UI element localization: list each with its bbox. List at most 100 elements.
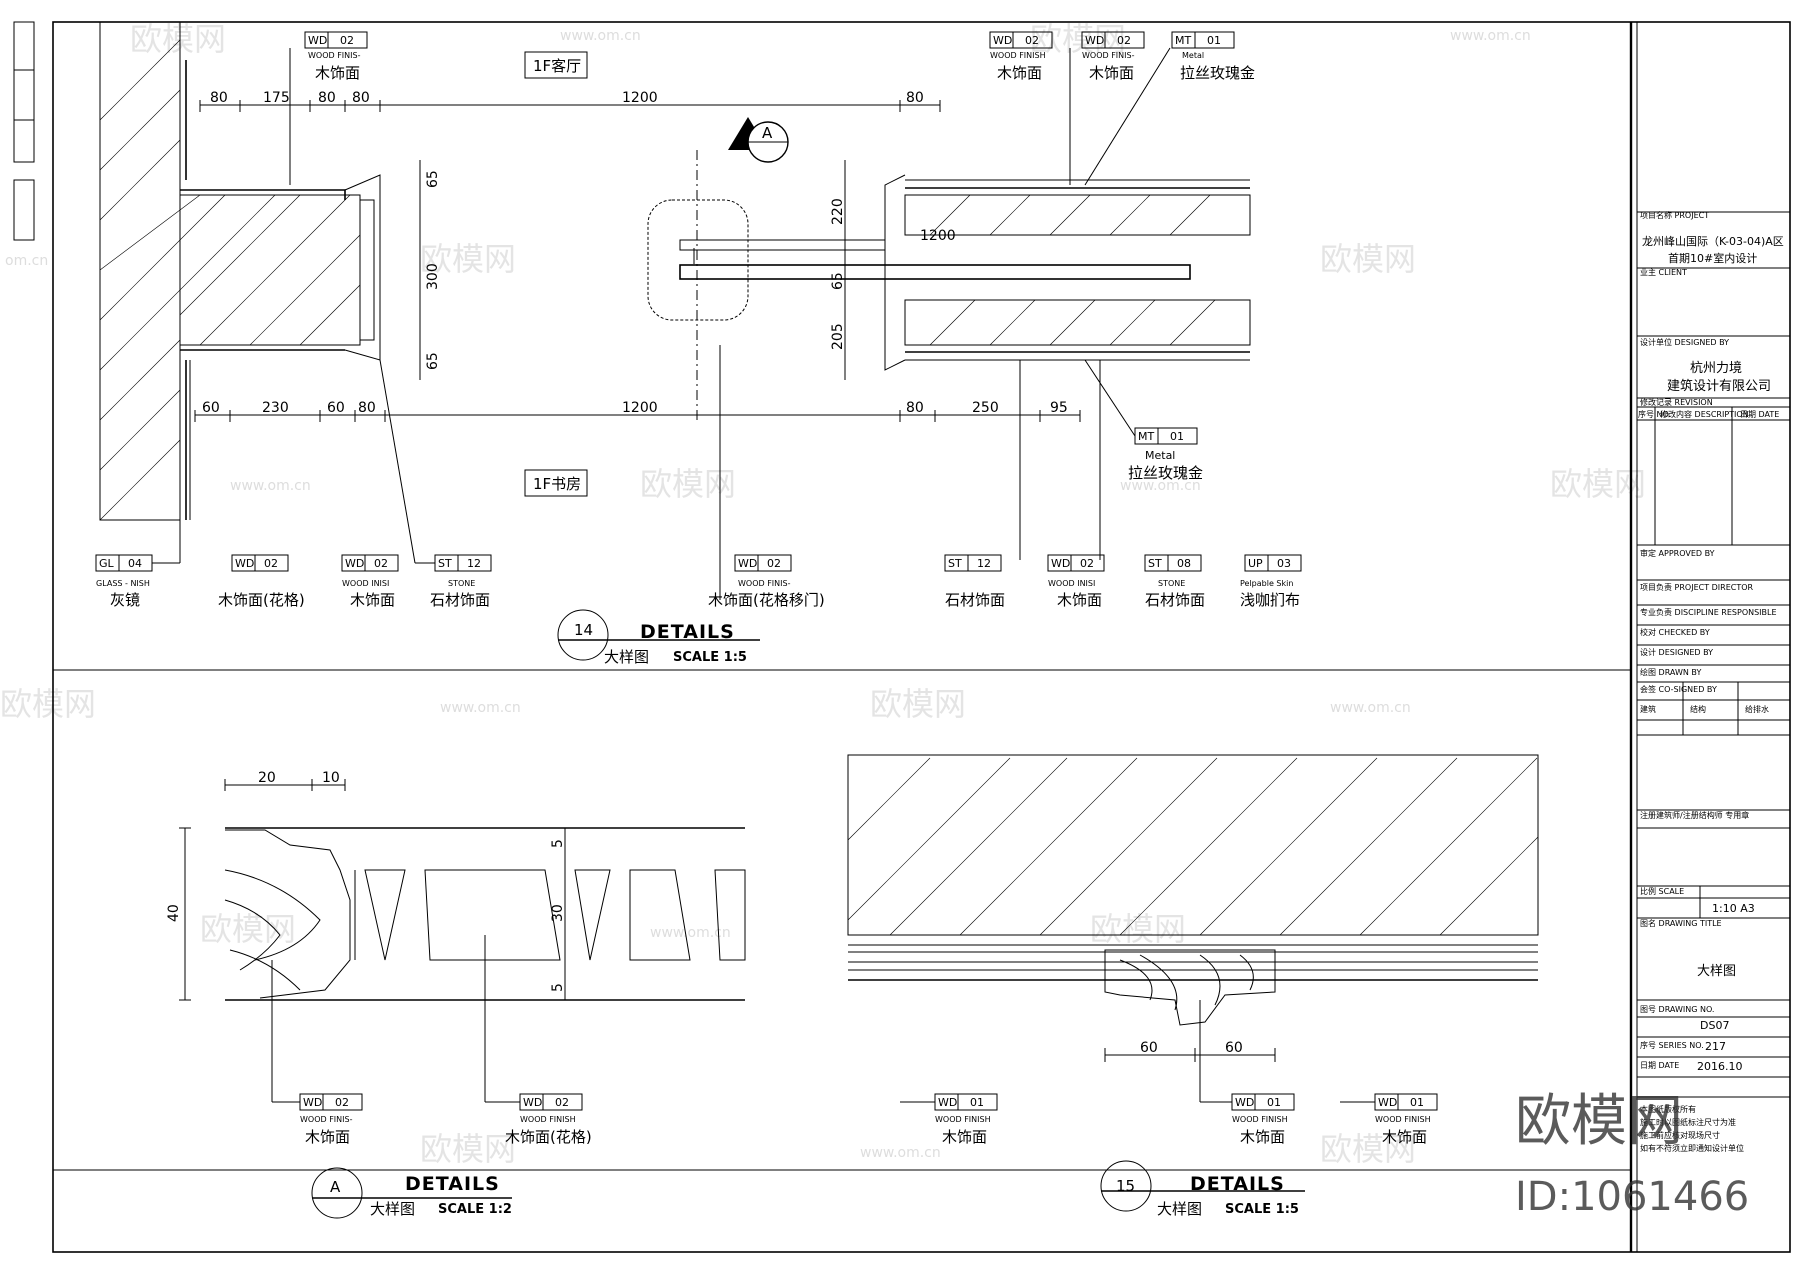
section-marker-letter: A — [762, 124, 773, 142]
tag-code: MT — [1175, 34, 1191, 47]
tag-chinese: 浅咖扪布 — [1240, 591, 1300, 609]
dimension: 5 — [550, 839, 566, 848]
tag-code: WD — [1235, 1096, 1254, 1109]
title-block-label: 项目名称 PROJECT — [1640, 210, 1709, 220]
tag-english: Metal — [1145, 449, 1175, 462]
tag-number: 02 — [335, 1096, 349, 1109]
title-block-label: 日期 DATE — [1640, 1061, 1679, 1070]
material-tag: WD 02 WOOD FINISH 木饰面 — [989, 31, 1053, 82]
dimension: 80 — [358, 400, 376, 416]
dimension: 80 — [352, 90, 370, 106]
watermark-brand: 欧模网 — [1320, 1130, 1416, 1168]
dimension: 220 — [830, 198, 846, 225]
concrete-hatch — [847, 757, 1539, 936]
tag-chinese: 拉丝玫瑰金 — [1128, 464, 1203, 482]
detail-title: DETAILS — [1190, 1173, 1285, 1195]
title-block-label: 修改记录 REVISION — [1640, 397, 1713, 407]
material-tag: WD 02 木饰面(花格) — [218, 554, 305, 609]
sign-column: 结构 — [1690, 704, 1706, 714]
watermark-url: www.om.cn — [1450, 28, 1531, 44]
watermark-url: www.om.cn — [560, 28, 641, 44]
dimension: 5 — [550, 983, 566, 992]
watermark-brand: 欧模网 — [200, 910, 296, 948]
tag-chinese: 木饰面 — [1057, 591, 1102, 609]
brand-watermark: 欧模网 ID:1061466 — [1515, 1089, 1749, 1220]
tag-english: WOOD FINISH — [1375, 1115, 1431, 1124]
tag-code: MT — [1138, 430, 1154, 443]
tag-chinese: 木饰面 — [305, 1128, 350, 1146]
material-tag: GL 04 GLASS - NISH 灰镜 — [95, 380, 181, 609]
revision-header: 序号 NO. — [1638, 409, 1671, 419]
sign-column: 建筑 — [1640, 704, 1656, 714]
tag-chinese: 灰镜 — [110, 591, 140, 609]
dimension: 65 — [425, 170, 441, 188]
material-tag: WD 01 WOOD FINISH 木饰面 — [1231, 1093, 1295, 1146]
drawing-number: DS07 — [1700, 1019, 1729, 1032]
tag-english: WOOD FINISH — [990, 51, 1046, 60]
material-tag: WD 02 WOOD FINIS- 木饰面(花格移门) — [708, 554, 825, 609]
material-tag: WD 02 WOOD FINIS- 木饰面 — [289, 31, 368, 185]
tag-chinese: 木饰面(花格) — [218, 591, 305, 609]
title-block-label: 图号 DRAWING NO. — [1640, 1005, 1714, 1014]
title-block-label: 绘图 DRAWN BY — [1640, 667, 1701, 677]
tag-number: 01 — [1267, 1096, 1281, 1109]
tag-number: 01 — [1207, 34, 1221, 47]
dimension: 250 — [972, 400, 999, 416]
project-name: 龙州峰山国际（K-03-04)A区 — [1642, 235, 1784, 248]
dimension: 40 — [166, 904, 182, 922]
watermark-brand: 欧模网 — [1320, 240, 1416, 278]
tag-chinese: 木饰面 — [315, 64, 360, 82]
revision-header: 修改内容 DESCRIPTION — [1660, 409, 1749, 419]
tag-chinese: 石材饰面 — [1145, 591, 1205, 609]
title-block-label: 校对 CHECKED BY — [1640, 627, 1710, 637]
dimension: 60 — [202, 400, 220, 416]
detail-14-top-tags: WD 02 WOOD FINIS- 木饰面 WD 02 WOOD FINISH … — [289, 31, 1255, 482]
material-tag: ST 08 STONE 石材饰面 — [1144, 554, 1205, 609]
title-block-label: 图名 DRAWING TITLE — [1640, 918, 1722, 928]
tag-number: 04 — [128, 557, 142, 570]
brand-logo-text: 欧模网 — [1515, 1089, 1683, 1154]
detail-a-tags: WD 02 WOOD FINIS- 木饰面 WD 02 WOOD FINISH … — [299, 1093, 592, 1146]
watermark-brand: 欧模网 — [420, 1130, 516, 1168]
detail-letter: A — [330, 1178, 341, 1196]
tag-chinese: 木饰面(花格移门) — [708, 591, 825, 609]
detail-14-bottom-tags: GL 04 GLASS - NISH 灰镜 WD 02 木饰面(花格) WD 0… — [95, 359, 1302, 609]
tag-number: 01 — [970, 1096, 984, 1109]
tag-english: WOOD FINIS- — [1082, 51, 1135, 60]
tag-english: WOOD FINISH — [935, 1115, 991, 1124]
watermark-brand: 欧模网 — [1030, 20, 1126, 58]
detail-title: DETAILS — [405, 1173, 500, 1195]
material-tag: UP 03 Pelpable Skin 浅咖扪布 — [1240, 554, 1302, 609]
watermark-url: www.om.cn — [440, 700, 521, 716]
watermark-url: www.om.cn — [1120, 478, 1201, 494]
tag-english: WOOD FINIS- — [738, 579, 791, 588]
project-name: 首期10#室内设计 — [1668, 251, 1757, 265]
tag-code: WD — [1051, 557, 1070, 570]
dimension: 10 — [322, 770, 340, 786]
detail-title: DETAILS — [640, 621, 735, 643]
tag-code: WD — [993, 34, 1012, 47]
tag-chinese: 木饰面 — [1089, 64, 1134, 82]
detail-15-drawing: 60 60 — [847, 754, 1539, 1103]
title-block-label: 会签 CO-SIGNED BY — [1640, 684, 1717, 694]
material-tag: MT 01 Metal 拉丝玫瑰金 — [1084, 359, 1203, 482]
tag-code: WD — [938, 1096, 957, 1109]
tag-number: 12 — [977, 557, 991, 570]
dimension: 60 — [1140, 1040, 1158, 1056]
tag-number: 02 — [1025, 34, 1039, 47]
tag-english: GLASS - NISH — [96, 579, 150, 588]
tag-number: 01 — [1170, 430, 1184, 443]
tag-number: 02 — [340, 34, 354, 47]
material-tag: WD 02 WOOD INISI 木饰面 — [341, 554, 399, 609]
watermark-brand: 欧模网 — [1090, 910, 1186, 948]
dimension: 30 — [550, 904, 566, 922]
title-block-label: 序号 SERIES NO. — [1640, 1040, 1704, 1050]
watermark-brand: 欧模网 — [640, 465, 736, 503]
tag-code: WD — [738, 557, 757, 570]
title-block: 项目名称 PROJECT 龙州峰山国际（K-03-04)A区 首期10#室内设计… — [1637, 210, 1790, 1153]
company-name: 建筑设计有限公司 — [1667, 378, 1771, 394]
tag-code: WD — [345, 557, 364, 570]
title-block-label: 注册建筑师/注册结构师 专用章 — [1640, 810, 1749, 820]
title-block-label: 设计单位 DESIGNED BY — [1640, 337, 1729, 347]
